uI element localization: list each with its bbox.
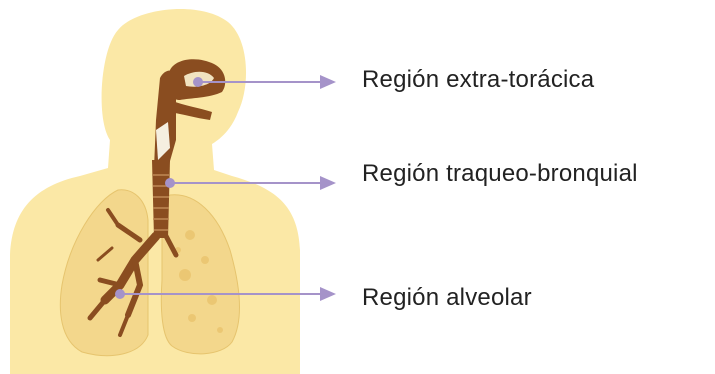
region-label-traqueo-bronquial: Región traqueo-bronquial <box>362 160 638 188</box>
pointer-arrowhead <box>320 287 336 301</box>
pointer-arrowhead <box>320 75 336 89</box>
region-label-extra-toracica: Región extra-torácica <box>362 66 594 94</box>
pointer-arrowhead <box>320 176 336 190</box>
region-label-alveolar: Región alveolar <box>362 284 532 312</box>
trachea <box>152 160 170 238</box>
